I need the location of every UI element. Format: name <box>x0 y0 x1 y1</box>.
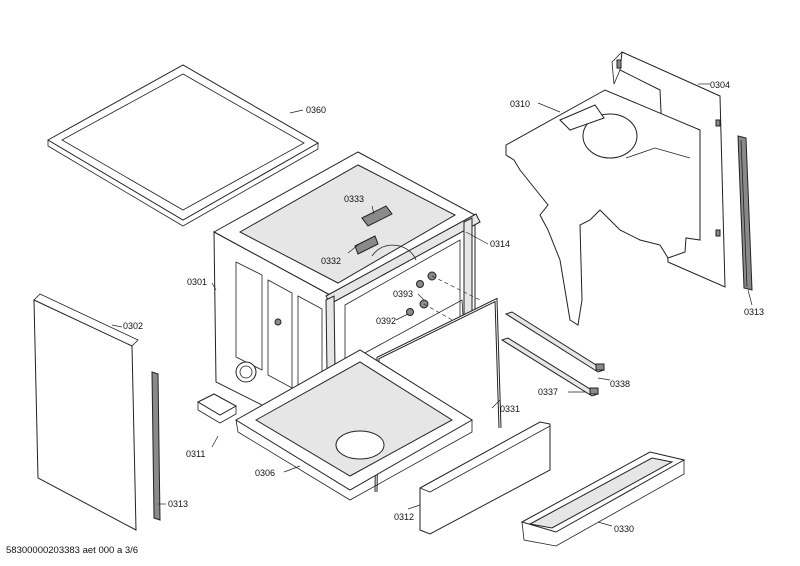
drawing-reference: 58300000203383 aet 000 a 3/6 <box>6 545 139 556</box>
top-panel <box>46 64 320 227</box>
label-0304: 0304 <box>710 80 730 90</box>
label-0312: 0312 <box>394 512 414 522</box>
side-strip-left <box>151 371 161 521</box>
base-tray <box>235 349 473 501</box>
plinth-strip <box>520 451 686 547</box>
label-0360: 0360 <box>306 105 326 115</box>
label-0311: 0311 <box>186 449 205 459</box>
guide-rails <box>500 311 606 397</box>
spray-fittings <box>406 271 481 331</box>
insulation-mat <box>505 89 701 326</box>
label-0314: 0314 <box>490 239 510 249</box>
label-0313-left: 0313 <box>168 499 188 509</box>
label-0301: 0301 <box>187 277 207 287</box>
plinth-front <box>419 421 551 535</box>
label-0338: 0338 <box>610 379 630 389</box>
label-0330: 0330 <box>614 524 634 534</box>
label-0331: 0331 <box>500 404 520 414</box>
label-0302: 0302 <box>123 321 143 331</box>
label-0310: 0310 <box>510 99 530 109</box>
label-0393: 0393 <box>393 289 413 299</box>
label-0392: 0392 <box>376 316 396 326</box>
side-strip-right <box>737 135 753 291</box>
label-0313-right: 0313 <box>744 307 764 317</box>
label-0333: 0333 <box>344 194 364 204</box>
label-0332: 0332 <box>321 256 341 266</box>
label-0306: 0306 <box>255 468 275 478</box>
label-0337: 0337 <box>538 387 558 397</box>
side-panel-left <box>33 293 139 531</box>
base-foot <box>196 393 238 424</box>
